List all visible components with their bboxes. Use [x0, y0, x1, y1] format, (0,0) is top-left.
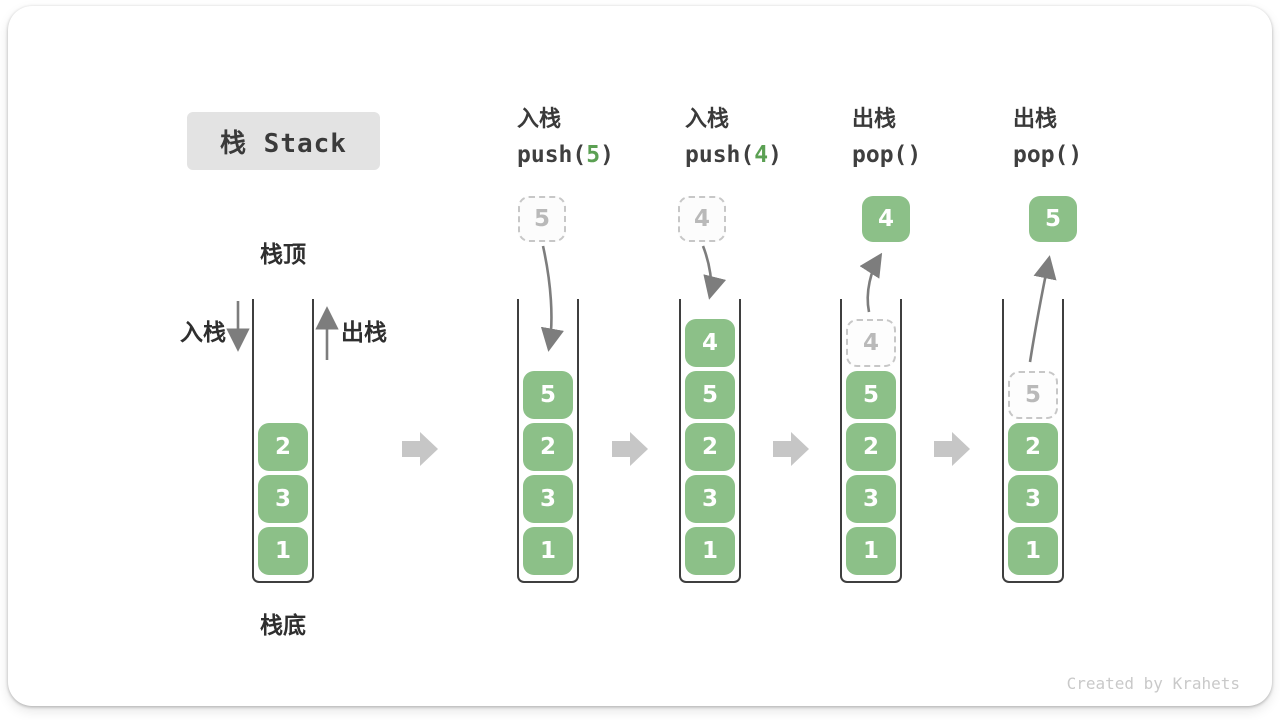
stack-cell: 5: [685, 371, 735, 419]
stack-container-initial-stack: [252, 299, 314, 583]
stack-cell: 2: [523, 423, 573, 471]
stack-cell: 5: [523, 371, 573, 419]
push-direction-label: 入栈: [180, 320, 226, 346]
stack-cell: 1: [1008, 527, 1058, 575]
stack-cell: 2: [685, 423, 735, 471]
pop-direction-label: 出栈: [341, 320, 387, 346]
ghost-cell: 5: [1008, 371, 1058, 419]
column-header-push-5: 入栈 push(5): [517, 106, 614, 169]
column-header-pop-4: 出栈 pop(): [852, 106, 921, 169]
stack-cell: 3: [1008, 475, 1058, 523]
code-arg: 5: [586, 142, 601, 168]
stack-top-label: 栈顶: [260, 242, 306, 268]
floating-cell-pop-4: 4: [862, 196, 910, 242]
code-code_post: ): [768, 142, 782, 168]
floating-cell-push-4: 4: [678, 196, 726, 242]
stack-bottom-label: 栈底: [260, 613, 306, 639]
diagram-card: [8, 6, 1272, 706]
stack-cell: 2: [258, 423, 308, 471]
stack-cell: 4: [685, 319, 735, 367]
code-code_post: ): [1068, 142, 1083, 168]
stack-cell: 1: [685, 527, 735, 575]
stack-container-push-4: [679, 299, 741, 583]
stack-cell: 3: [685, 475, 735, 523]
ghost-cell: 4: [846, 319, 896, 367]
operation-code: push(5): [517, 141, 614, 169]
floating-cell-push-5: 5: [518, 196, 566, 242]
operation-code: pop(): [1013, 141, 1082, 169]
title-badge: 栈 Stack: [187, 112, 380, 170]
operation-label: 入栈: [685, 107, 730, 132]
stack-cell: 3: [258, 475, 308, 523]
stack-container-pop-5: [1002, 299, 1064, 583]
code-code_post: ): [600, 142, 614, 168]
column-header-pop-5: 出栈 pop(): [1013, 106, 1082, 169]
stack-cell: 2: [846, 423, 896, 471]
code-code_pre: push(: [517, 142, 587, 168]
code-code_pre: push(: [685, 142, 755, 168]
code-code_pre: pop(: [1013, 142, 1069, 168]
stack-container-push-5: [517, 299, 579, 583]
stack-cell: 2: [1008, 423, 1058, 471]
operation-label: 出栈: [1013, 107, 1058, 132]
stack-container-pop-4: [840, 299, 902, 583]
floating-cell-pop-5: 5: [1029, 196, 1077, 242]
code-arg: 4: [754, 142, 769, 168]
footer-credit: Created by Krahets: [1066, 674, 1240, 693]
stack-cell: 3: [523, 475, 573, 523]
code-code_pre: pop(: [852, 142, 908, 168]
stack-cell: 1: [258, 527, 308, 575]
operation-label: 出栈: [852, 107, 897, 132]
stack-cell: 5: [846, 371, 896, 419]
operation-code: push(4): [685, 141, 782, 169]
code-code_post: ): [907, 142, 922, 168]
operation-label: 入栈: [517, 107, 562, 132]
stack-cell: 1: [523, 527, 573, 575]
stack-cell: 3: [846, 475, 896, 523]
stack-cell: 1: [846, 527, 896, 575]
column-header-push-4: 入栈 push(4): [685, 106, 782, 169]
title-text: 栈 Stack: [220, 128, 347, 159]
operation-code: pop(): [852, 141, 921, 169]
